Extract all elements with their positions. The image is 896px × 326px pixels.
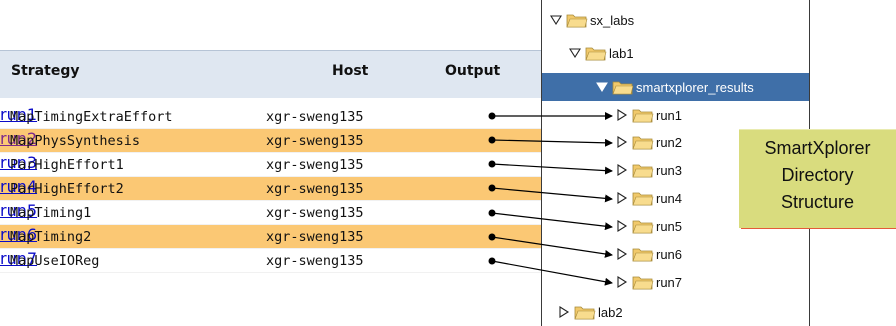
host-cell: xgr-sweng135 — [266, 205, 364, 221]
host-cell: xgr-sweng135 — [266, 253, 364, 269]
header-output: Output — [445, 63, 501, 79]
tree-node-sx-labs[interactable]: sx_labs — [550, 9, 634, 31]
output-link-run2[interactable]: run2 — [0, 129, 38, 148]
collapsed-triangle-icon[interactable] — [616, 220, 628, 232]
output-link-run1[interactable]: run1 — [0, 105, 38, 124]
host-cell: xgr-sweng135 — [266, 157, 364, 173]
host-cell: xgr-sweng135 — [266, 109, 364, 125]
folder-icon — [632, 274, 654, 290]
folder-icon — [632, 246, 654, 262]
host-cell: xgr-sweng135 — [266, 229, 364, 245]
strategy-cell: ParHighEffort2 — [10, 181, 124, 197]
tree-label: run7 — [656, 274, 683, 290]
tree-label: run2 — [656, 134, 683, 150]
header-separator — [0, 98, 541, 105]
folder-icon — [632, 218, 654, 234]
note-line-2: Directory — [781, 165, 854, 185]
tree-node-run7[interactable]: run7 — [616, 271, 682, 293]
collapsed-triangle-icon[interactable] — [616, 192, 628, 204]
collapsed-triangle-icon[interactable] — [616, 136, 628, 148]
expanded-triangle-icon[interactable] — [596, 81, 608, 93]
table-row: MapTiming1 xgr-sweng135 run5 — [0, 201, 541, 225]
tree-node-run6[interactable]: run6 — [616, 243, 682, 265]
tree-label: smartxplorer_results — [636, 79, 754, 95]
strategy-cell: MapPhysSynthesis — [10, 133, 141, 149]
folder-icon — [612, 79, 634, 95]
table-row: MapPhysSynthesis xgr-sweng135 run2 — [0, 129, 541, 153]
folder-icon — [632, 107, 654, 123]
tree-label: run1 — [656, 107, 683, 123]
folder-icon — [632, 190, 654, 206]
note-line-3: Structure — [780, 192, 855, 212]
strategy-cell: MapTiming2 — [10, 229, 92, 245]
strategy-cell: MapTimingExtraEffort — [10, 109, 173, 125]
note-line-1: SmartXplorer — [764, 138, 871, 158]
table-row: MapUseIOReg xgr-sweng135 run7 — [0, 249, 541, 273]
directory-structure-note: SmartXplorer Directory Structure — [739, 129, 896, 228]
tree-node-run2[interactable]: run2 — [616, 131, 682, 153]
table-row: MapTimingExtraEffort xgr-sweng135 run1 — [0, 105, 541, 129]
collapsed-triangle-icon[interactable] — [616, 109, 628, 121]
table-row: ParHighEffort2 xgr-sweng135 run4 — [0, 177, 541, 201]
folder-icon — [632, 134, 654, 150]
table-row: ParHighEffort1 xgr-sweng135 run3 — [0, 153, 541, 177]
strategy-cell: MapTiming1 — [10, 205, 92, 221]
collapsed-triangle-icon[interactable] — [616, 248, 628, 260]
tree-node-lab2[interactable]: lab2 — [558, 301, 623, 323]
tree-label: run5 — [656, 218, 683, 234]
tree-label: sx_labs — [590, 12, 635, 28]
tree-node-smartxplorer-results[interactable]: smartxplorer_results — [542, 73, 809, 101]
strategy-results-table: Strategy Host Output MapTimingExtraEffor… — [0, 50, 541, 273]
output-link-run6[interactable]: run6 — [0, 225, 38, 244]
host-cell: xgr-sweng135 — [266, 181, 364, 197]
collapsed-triangle-icon[interactable] — [616, 164, 628, 176]
tree-node-lab1[interactable]: lab1 — [569, 42, 634, 64]
tree-label: run6 — [656, 246, 683, 262]
header-host: Host — [332, 63, 369, 79]
output-link-run5[interactable]: run5 — [0, 201, 38, 220]
folder-icon — [566, 12, 588, 28]
output-link-run7[interactable]: run7 — [0, 249, 38, 268]
tree-node-run1[interactable]: run1 — [616, 104, 682, 126]
tree-node-run5[interactable]: run5 — [616, 215, 682, 237]
folder-icon — [574, 304, 596, 320]
strategy-cell: MapUseIOReg — [10, 253, 100, 269]
folder-icon — [632, 162, 654, 178]
collapsed-triangle-icon[interactable] — [558, 306, 570, 318]
header-strategy: Strategy — [11, 63, 80, 79]
expanded-triangle-icon[interactable] — [550, 14, 562, 26]
tree-label: lab1 — [609, 45, 634, 61]
tree-label: lab2 — [598, 304, 623, 320]
expanded-triangle-icon[interactable] — [569, 47, 581, 59]
tree-label: run3 — [656, 162, 683, 178]
output-link-run4[interactable]: run4 — [0, 177, 38, 196]
folder-icon — [585, 45, 607, 61]
host-cell: xgr-sweng135 — [266, 133, 364, 149]
output-link-run3[interactable]: run3 — [0, 153, 38, 172]
collapsed-triangle-icon[interactable] — [616, 276, 628, 288]
strategy-cell: ParHighEffort1 — [10, 157, 124, 173]
table-row: MapTiming2 xgr-sweng135 run6 — [0, 225, 541, 249]
note-text: SmartXplorer Directory Structure — [739, 135, 896, 216]
tree-label: run4 — [656, 190, 683, 206]
tree-node-run3[interactable]: run3 — [616, 159, 682, 181]
tree-node-run4[interactable]: run4 — [616, 187, 682, 209]
table-header: Strategy Host Output — [0, 50, 541, 98]
